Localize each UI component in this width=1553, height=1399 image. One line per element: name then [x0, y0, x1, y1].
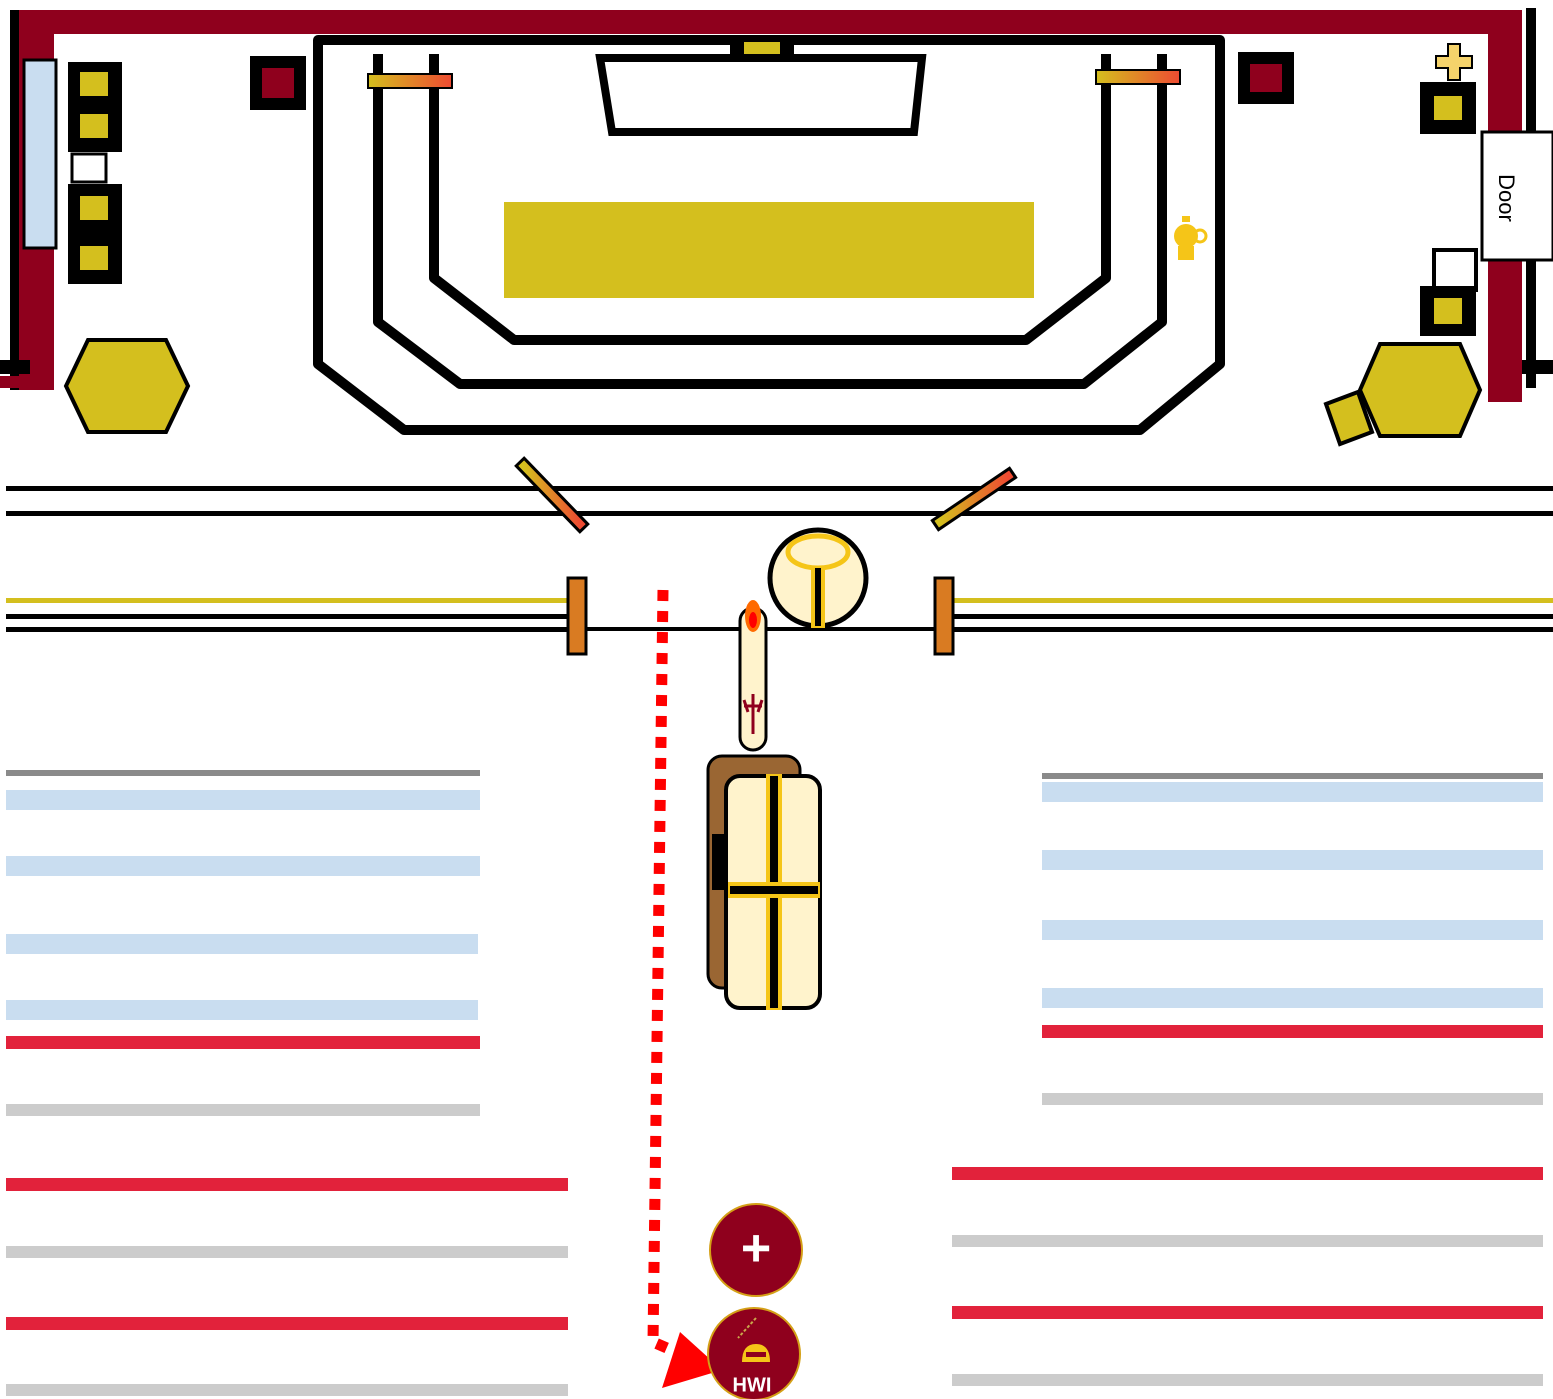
- path-arrow-icon: [662, 1332, 722, 1388]
- procession-path: [647, 589, 722, 1388]
- gate-post-right: [933, 576, 955, 656]
- hexagon-pillar-left: [63, 338, 191, 434]
- right-seat-stack: [1420, 248, 1478, 336]
- hexagon-pillar-right: [1323, 342, 1483, 447]
- gate-rod-left: [514, 456, 590, 534]
- pews-right: [952, 773, 1543, 1386]
- dark-red-square-right: [1238, 52, 1294, 104]
- rail-lines: [6, 486, 1553, 516]
- lectern-figure: [706, 754, 822, 1010]
- bell-icon: [1174, 216, 1208, 260]
- gate-rod-right: [930, 466, 1018, 532]
- door[interactable]: Door: [1480, 130, 1553, 262]
- dark-red-square-left: [250, 56, 306, 110]
- add-button[interactable]: +: [709, 1203, 803, 1297]
- altar-rule-left: [367, 73, 453, 89]
- right-seat-top: [1420, 82, 1476, 134]
- altar-rule-right: [1095, 69, 1181, 85]
- gate-post-left: [566, 576, 588, 656]
- door-label: Door: [1494, 174, 1519, 222]
- left-seat-column: [68, 62, 122, 284]
- hwi-label: HWI: [733, 1374, 772, 1396]
- window: [22, 58, 58, 250]
- candle-icon: [738, 600, 768, 752]
- altar-steps: [313, 35, 1225, 435]
- hwi-button[interactable]: HWI: [707, 1307, 801, 1399]
- pews-left: [6, 770, 568, 1396]
- altar-top-box: [595, 38, 927, 136]
- cross-icon: [1435, 43, 1473, 81]
- altar-table: [504, 202, 1034, 298]
- hanging-bell-icon: [737, 1317, 770, 1362]
- plus-icon: +: [741, 1220, 771, 1278]
- celebrant-figure: [767, 527, 869, 629]
